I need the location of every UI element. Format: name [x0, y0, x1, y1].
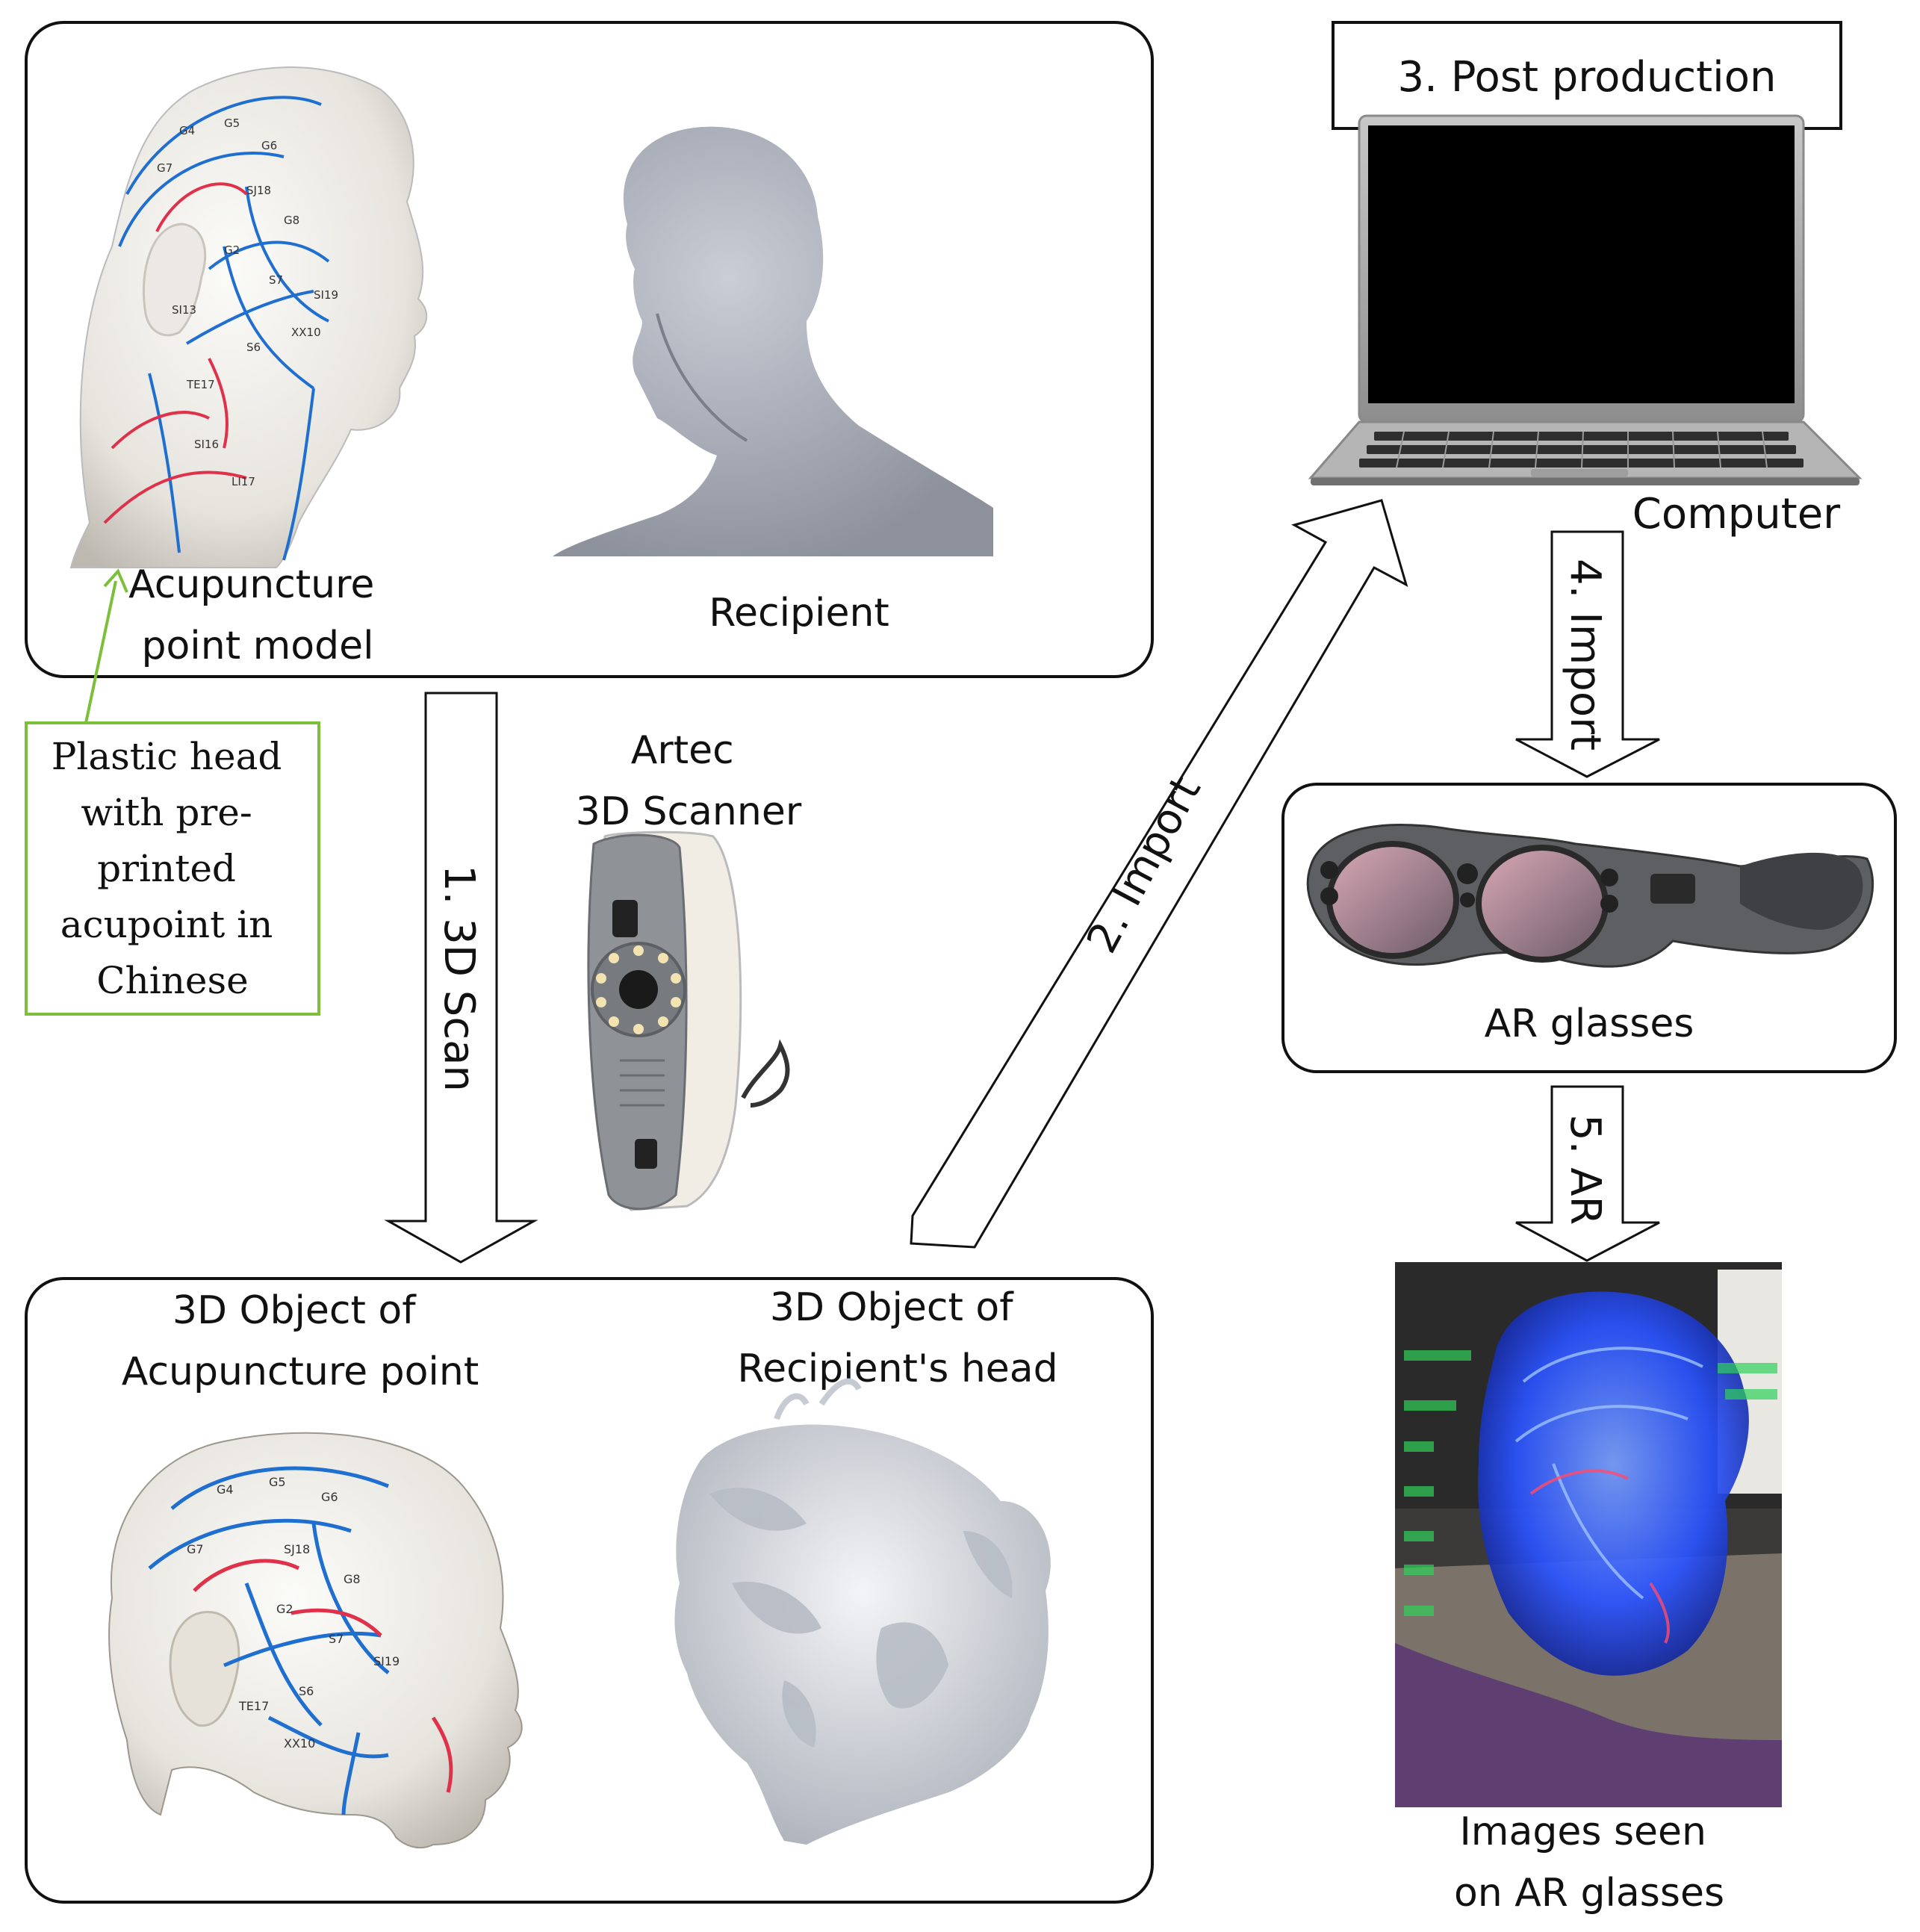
images-seen-line1: Images seen [1459, 1810, 1706, 1854]
object-acupuncture-line1: 3D Object of [173, 1288, 417, 1333]
svg-text:SI13: SI13 [172, 303, 196, 317]
acupuncture-model-label-line1: Acupuncture [128, 562, 374, 607]
svg-text:TE17: TE17 [238, 1699, 269, 1713]
svg-text:G4: G4 [179, 124, 195, 137]
ar-view-photo-icon [1395, 1262, 1782, 1807]
acupuncture-model-label-line2: point model [141, 624, 373, 668]
callout-pointer-head [103, 568, 128, 593]
svg-text:LI17: LI17 [232, 475, 255, 488]
svg-text:XX10: XX10 [291, 326, 321, 339]
svg-text:SJ18: SJ18 [246, 184, 271, 197]
scanner-label: Artec 3D Scanner [576, 728, 802, 834]
object-acupuncture-label: 3D Object of Acupuncture point [122, 1288, 479, 1394]
scanner-label-line2: 3D Scanner [576, 789, 802, 834]
svg-text:SI19: SI19 [373, 1654, 400, 1668]
images-seen-label: Images seen on AR glasses [1454, 1810, 1724, 1916]
callout-line2: with pre- [81, 791, 252, 834]
svg-text:S6: S6 [299, 1684, 314, 1698]
scanner-label-line1: Artec [631, 728, 734, 773]
callout-line4: acupoint in [60, 903, 273, 946]
svg-text:SJ18: SJ18 [284, 1542, 310, 1556]
svg-text:G4: G4 [217, 1482, 234, 1497]
callout-line3: printed [97, 847, 236, 890]
svg-text:TE17: TE17 [186, 378, 215, 391]
svg-text:S7: S7 [269, 273, 283, 287]
callout-box [25, 721, 320, 1016]
import-arrow-down [1515, 530, 1660, 778]
svg-text:S7: S7 [329, 1632, 344, 1646]
computer-label: Computer [1632, 490, 1841, 538]
svg-text:G2: G2 [224, 243, 240, 257]
ar-glasses-label: AR glasses [1485, 1001, 1694, 1046]
svg-text:G7: G7 [157, 161, 173, 175]
post-production-label: 3. Post production [1398, 53, 1777, 102]
svg-text:G8: G8 [344, 1572, 361, 1586]
callout-line1: Plastic head [52, 735, 282, 778]
scan-step-label: 1. 3D Scan [435, 865, 483, 1092]
import-arrow-diagonal [910, 499, 1408, 1249]
images-seen-line2: on AR glasses [1454, 1871, 1724, 1916]
ar-glasses-icon [1306, 823, 1874, 968]
scanned-head-recipient-icon [674, 1378, 1051, 1845]
object-recipient-label: 3D Object of Recipient's head [737, 1285, 1057, 1391]
svg-text:G2: G2 [276, 1602, 293, 1616]
svg-text:G6: G6 [261, 139, 277, 152]
svg-text:G8: G8 [284, 214, 299, 227]
acupuncture-model-label: Acupuncture point model [128, 562, 387, 668]
head-silhouette-icon [553, 126, 993, 556]
svg-text:S6: S6 [246, 341, 261, 354]
svg-text:SI16: SI16 [194, 438, 219, 451]
ar-step5-label: 5. AR [1561, 1114, 1609, 1225]
callout-line5: Chinese [96, 959, 249, 1002]
svg-text:XX10: XX10 [284, 1736, 315, 1751]
object-recipient-line2: Recipient's head [737, 1347, 1057, 1391]
ar-arrow-down [1515, 1085, 1660, 1262]
svg-text:SI19: SI19 [314, 288, 338, 302]
svg-text:G7: G7 [187, 1542, 204, 1556]
svg-text:G5: G5 [269, 1475, 286, 1489]
svg-text:G6: G6 [321, 1490, 338, 1504]
callout-pointer [84, 580, 117, 724]
import-step4-label: 4. Import [1561, 559, 1609, 751]
callout-text: Plastic head with pre- printed acupoint … [52, 735, 294, 1002]
object-recipient-line1: 3D Object of [770, 1285, 1014, 1330]
scanner-icon [587, 830, 790, 1211]
recipient-label: Recipient [709, 591, 889, 636]
scan-arrow [384, 692, 538, 1264]
laptop-icon [1308, 114, 1862, 485]
object-acupuncture-line2: Acupuncture point [122, 1349, 479, 1394]
post-production-box [1332, 21, 1842, 130]
svg-text:G5: G5 [224, 117, 240, 130]
